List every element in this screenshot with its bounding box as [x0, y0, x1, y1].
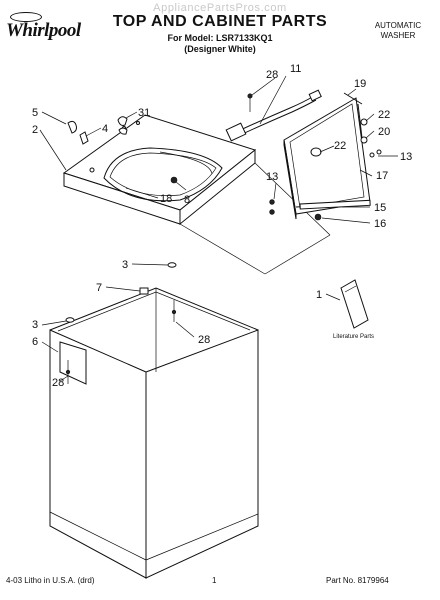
callout-number: 8: [184, 194, 190, 206]
watermark: AppliancePartsPros.com: [153, 2, 287, 14]
lid-switch-assembly: [225, 89, 322, 142]
callout-number: 22: [378, 109, 390, 121]
callout-number: 22: [334, 140, 346, 152]
callout-numbers: 5 2 4 31 28 11 19 22 20 22 13 17 15 16 1…: [32, 63, 412, 389]
callout-number: 1: [316, 289, 322, 301]
callout-number: 11: [290, 63, 301, 75]
callout-number: 7: [96, 282, 102, 294]
callout-number: 4: [102, 123, 108, 135]
callout-number: 13: [400, 151, 412, 163]
brand-logo-swoosh: [10, 12, 42, 22]
footer-part-number: Part No. 8179964: [326, 576, 389, 585]
callout-number: 5: [32, 107, 38, 119]
lid-assembly: [269, 92, 382, 221]
callout-number: 2: [32, 124, 38, 136]
footer-page-number: 1: [212, 576, 217, 585]
callout-number: 3: [122, 259, 128, 271]
hinge-parts: [67, 116, 128, 145]
literature-booklet: [340, 279, 369, 329]
leader-lines: [39, 75, 398, 382]
cabinet: [49, 287, 259, 579]
callout-number: 17: [376, 170, 388, 182]
callout-number: 16: [374, 218, 386, 230]
callout-number: 20: [378, 126, 390, 138]
footer-print-info: 4-03 Litho in U.S.A. (drd): [6, 576, 95, 585]
model-line: For Model: LSR7133KQ1: [167, 33, 273, 43]
product-type: AUTOMATIC WASHER: [360, 21, 436, 41]
diagram-title: TOP AND CABINET PARTS: [112, 13, 328, 30]
product-type-line: WASHER: [380, 31, 416, 40]
callout-number: 15: [374, 202, 386, 214]
literature-label: Literature Parts: [333, 334, 374, 340]
callout-number: 28: [198, 334, 210, 346]
callout-number: 28: [266, 69, 278, 81]
product-type-line: AUTOMATIC: [374, 21, 422, 30]
callout-number: 13: [266, 171, 278, 183]
callout-number: 28: [52, 377, 64, 389]
callout-number: 19: [354, 78, 366, 90]
top-panel: [62, 114, 331, 275]
brand-logo: Whirlpool: [6, 20, 81, 41]
color-line: (Designer White): [184, 44, 256, 54]
callout-number: 18: [160, 193, 172, 205]
callout-number: 31: [138, 107, 150, 119]
callout-number: 6: [32, 336, 38, 348]
callout-number: 3: [32, 319, 38, 331]
